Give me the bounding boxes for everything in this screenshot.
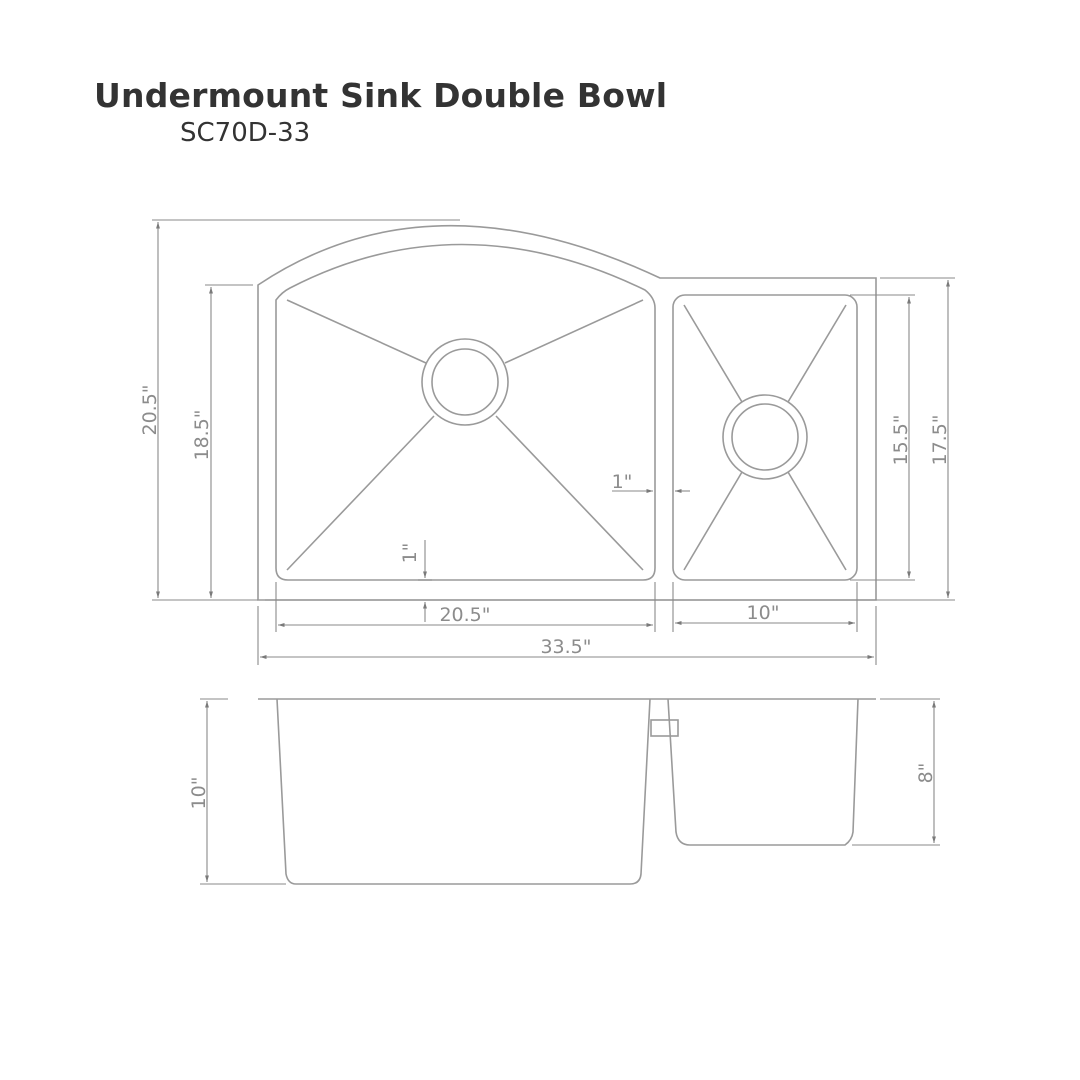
model-number: SC70D-33 (180, 118, 311, 148)
sink-outer-outline (257, 224, 877, 601)
large-bowl-depth-label: 18.5" (191, 409, 213, 460)
overall-depth-label: 20.5" (139, 384, 161, 435)
large-bowl-drain-outer (421, 338, 509, 426)
divider-width-label: 1" (612, 471, 633, 493)
overflow-connector (650, 719, 679, 737)
small-bowl-drain-inner (731, 403, 799, 471)
side-view: 10" 8" (188, 698, 940, 885)
small-bowl-profile (667, 698, 859, 846)
large-bowl-drain-inner (431, 348, 499, 416)
small-bowl-width-label: 10" (747, 602, 780, 624)
large-bowl-width-label: 20.5" (439, 604, 490, 626)
small-bowl-outline (672, 294, 858, 581)
right-side-depth-label: 17.5" (929, 414, 951, 465)
rim-offset-label: 1" (399, 543, 421, 564)
small-bowl-height-label: 8" (915, 763, 937, 784)
small-bowl-depth-label: 15.5" (890, 414, 912, 465)
large-bowl-height-label: 10" (188, 777, 210, 810)
overall-width-label: 33.5" (540, 636, 591, 658)
diagram-title: Undermount Sink Double Bowl (94, 76, 668, 115)
large-bowl-outline (275, 243, 656, 581)
top-view: 20.5" 18.5" 15.5" 17.5" 1" 1" 20.5" 10" … (139, 219, 955, 665)
small-bowl-drain-outer (722, 394, 808, 480)
large-bowl-profile (276, 698, 651, 885)
